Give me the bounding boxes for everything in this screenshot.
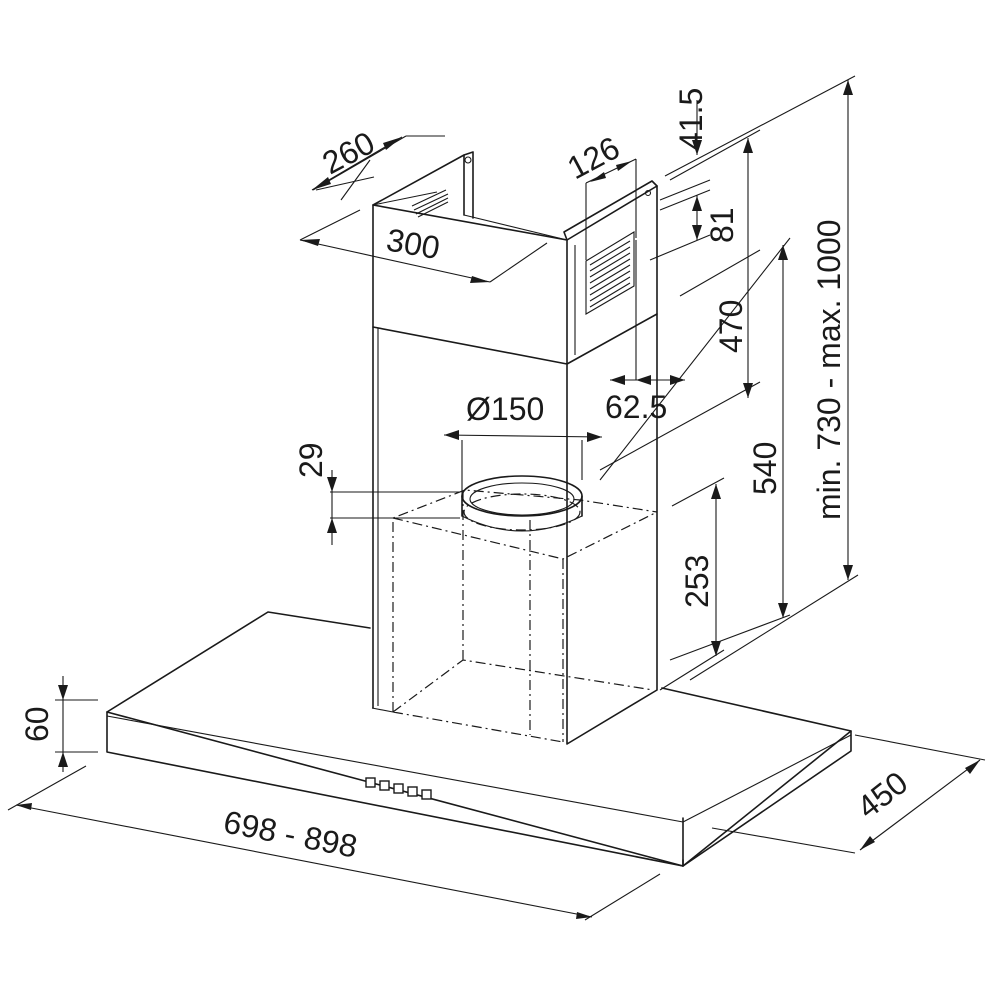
label-chimney-width: 300: [384, 221, 443, 266]
control-button-1: [365, 777, 376, 788]
rear-vent-grille: [411, 189, 449, 218]
lower-chimney: [371, 313, 658, 745]
label-upper-chimney-height: 470: [713, 300, 749, 353]
label-collar-height: 29: [293, 442, 329, 478]
upper-chimney: [372, 151, 658, 365]
label-vent-height: 81: [704, 207, 740, 243]
label-vent-side-offset: 62.5: [605, 389, 667, 425]
side-vent-grille: [585, 231, 635, 315]
label-total-height: min. 730 - max. 1000: [811, 219, 847, 520]
label-vent-width: 126: [561, 129, 625, 186]
dimension-labels: 260 300 126 41.5 81 470 62.5 Ø150 29 540…: [19, 88, 914, 865]
dimension-lines: [7, 75, 986, 921]
control-button-4: [407, 786, 418, 797]
label-top-offset: 41.5: [673, 88, 709, 150]
label-motor-box-height: 253: [679, 555, 715, 608]
control-buttons: [365, 777, 432, 800]
motor-box-hidden: [392, 489, 658, 743]
duct-collar: [461, 475, 583, 532]
control-button-3: [393, 783, 404, 794]
label-duct-diameter: Ø150: [466, 391, 544, 427]
label-chimney-depth: 260: [316, 124, 380, 181]
label-canopy-width: 698 - 898: [221, 804, 361, 865]
canopy: [106, 611, 852, 867]
control-button-2: [379, 780, 390, 791]
label-motor-to-duct: 540: [747, 442, 783, 495]
label-canopy-thickness: 60: [19, 706, 55, 742]
control-button-5: [421, 789, 432, 800]
